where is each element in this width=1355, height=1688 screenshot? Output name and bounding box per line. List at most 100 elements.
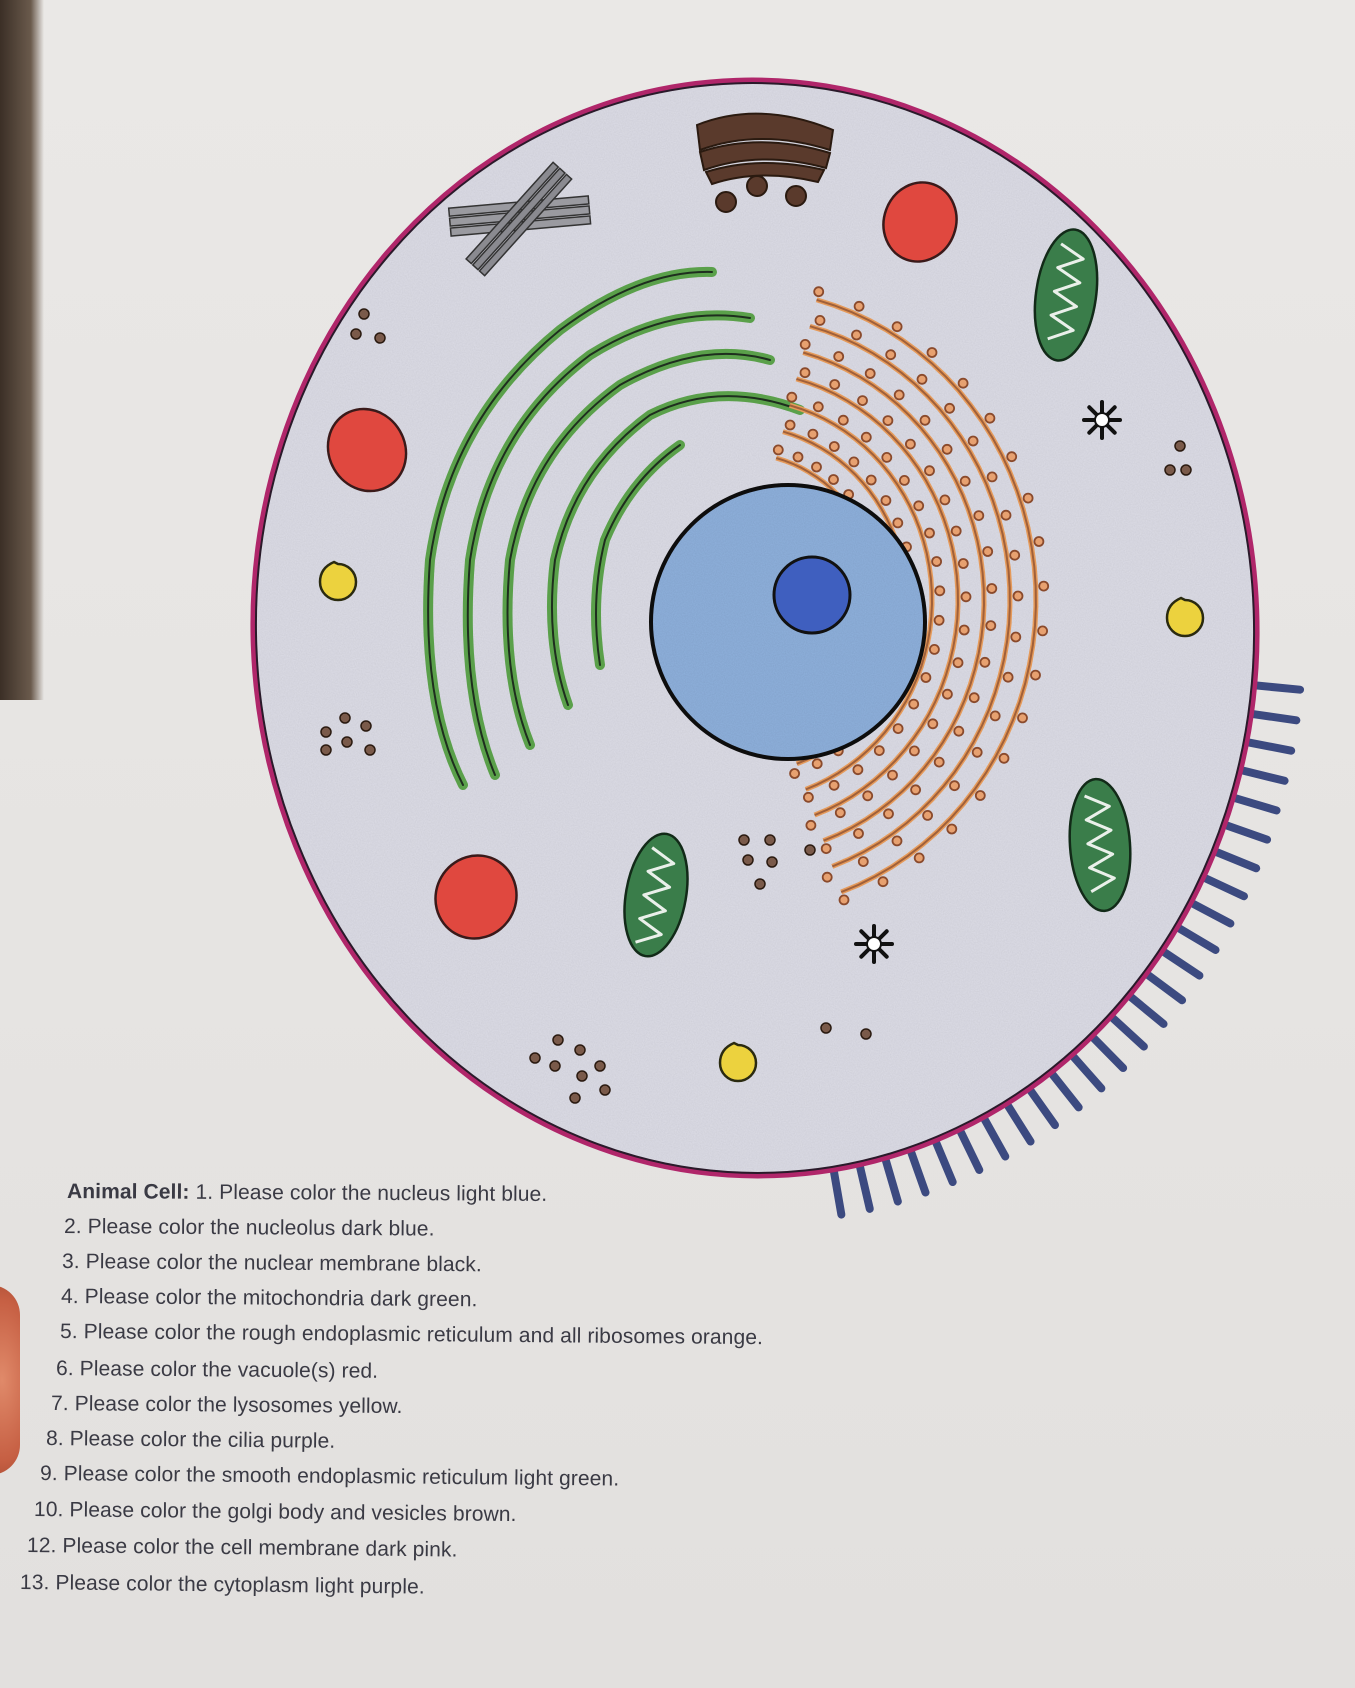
ribosome [883,416,892,425]
ribosome [884,809,893,818]
ribosome [808,430,817,439]
lysosome [320,562,356,600]
ribosome [962,592,971,601]
free-ribosome [1175,441,1185,451]
free-ribosome [1181,465,1191,475]
ribosome [839,416,848,425]
star-center [1095,413,1109,427]
free-ribosome [1165,465,1175,475]
ribosome [790,769,799,778]
ribosome [854,829,863,838]
ribosome [830,380,839,389]
ribosome [976,791,985,800]
free-ribosome [755,879,765,889]
free-ribosome [365,745,375,755]
ribosome [935,616,944,625]
ribosome [935,586,944,595]
cilium [884,1153,898,1201]
ribosome [943,690,952,699]
free-ribosome [821,1023,831,1033]
ribosome [893,322,902,331]
free-ribosome [530,1053,540,1063]
ribosome [947,825,956,834]
ribosome [814,402,823,411]
ribosome [900,476,909,485]
ribosome [1011,633,1020,642]
ribosome [894,724,903,733]
ribosome [973,748,982,757]
ribosome [961,477,970,486]
ribosome [862,433,871,442]
free-ribosome [739,835,749,845]
ribosome [814,287,823,296]
ribosome [1018,713,1027,722]
ribosome [1004,673,1013,682]
cilium [1236,769,1285,781]
ribosome [983,547,992,556]
ribosome [923,811,932,820]
golgi-body [697,114,833,184]
ribosome [836,808,845,817]
ribosome [787,393,796,402]
ribosome [1000,754,1009,763]
ribosome [945,404,954,413]
ribosome [849,457,858,466]
ribosome [921,673,930,682]
ribosome [879,877,888,886]
free-ribosome [375,333,385,343]
free-ribosome [570,1093,580,1103]
free-ribosome [342,737,352,747]
ribosome [853,765,862,774]
ribosome [911,785,920,794]
ribosome [1039,582,1048,591]
free-ribosome [553,1035,563,1045]
ribosome [1007,452,1016,461]
ribosome [940,495,949,504]
ribosome [925,466,934,475]
ribosome [1010,551,1019,560]
ribosome [858,396,867,405]
ribosome [893,836,902,845]
ribosome [888,771,897,780]
ribosome [816,316,825,325]
free-ribosome [767,857,777,867]
ribosome [974,511,983,520]
ribosome [1014,592,1023,601]
free-ribosome [765,835,775,845]
free-ribosome [321,727,331,737]
ribosome [921,416,930,425]
ribosome [960,626,969,635]
cilium [1242,741,1291,751]
free-ribosome [805,845,815,855]
ribosome [882,453,891,462]
ribosome [980,658,989,667]
ribosome [852,331,861,340]
cilium [1247,713,1296,720]
ribosome [915,853,924,862]
cilium [909,1145,926,1192]
ribosome [985,414,994,423]
ribosome [830,781,839,790]
ribosome [910,746,919,755]
ribosome [867,476,876,485]
ribosome [928,719,937,728]
lysosome [1167,598,1203,636]
ribosome [881,496,890,505]
ribosome [950,781,959,790]
ribosome [866,369,875,378]
ribosome [959,379,968,388]
ribosome [822,844,831,853]
golgi-vesicle [747,176,767,196]
free-ribosome [861,1029,871,1039]
ribosome [1002,511,1011,520]
star-center [867,937,881,951]
ribosome [1024,494,1033,503]
ribosome [859,857,868,866]
ribosome [954,727,963,736]
ribosome [786,421,795,430]
ribosome [909,700,918,709]
ribosome [988,472,997,481]
ribosome [970,693,979,702]
ribosome [928,348,937,357]
lysosome [720,1043,756,1081]
